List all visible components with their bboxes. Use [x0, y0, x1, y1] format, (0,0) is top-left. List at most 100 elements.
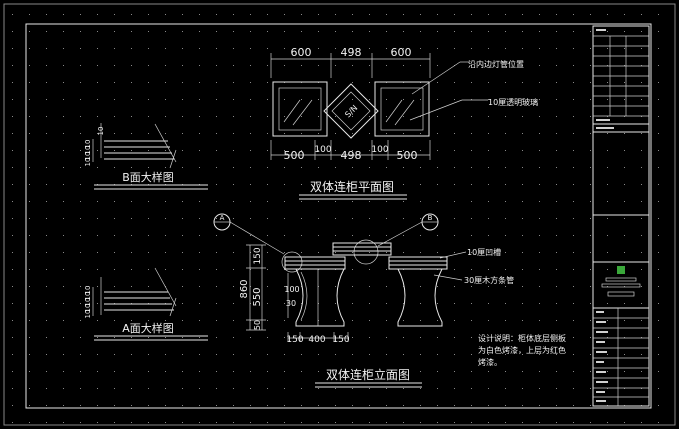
grid-dot: [131, 65, 132, 66]
grid-dot: [590, 133, 591, 134]
grid-dot: [131, 286, 132, 287]
grid-dot: [403, 48, 404, 49]
plan-dim-bottom-3: 498: [341, 149, 362, 162]
grid-dot: [386, 201, 387, 202]
grid-dot: [114, 14, 115, 15]
grid-dot: [301, 252, 302, 253]
grid-dot: [29, 354, 30, 355]
grid-dot: [386, 422, 387, 423]
grid-dot: [80, 252, 81, 253]
grid-dot: [437, 48, 438, 49]
grid-dot: [182, 388, 183, 389]
grid-dot: [522, 167, 523, 168]
grid-dot: [318, 235, 319, 236]
grid-dot: [46, 269, 47, 270]
grid-dot: [199, 320, 200, 321]
grid-dot: [352, 31, 353, 32]
grid-dot: [80, 303, 81, 304]
grid-dot: [80, 31, 81, 32]
grid-dot: [420, 252, 421, 253]
grid-dot: [573, 388, 574, 389]
grid-dot: [607, 337, 608, 338]
grid-dot: [471, 320, 472, 321]
elevation-dim-100: 100: [284, 285, 299, 294]
grid-dot: [624, 252, 625, 253]
grid-dot: [301, 354, 302, 355]
grid-dot: [505, 218, 506, 219]
grid-dot: [641, 218, 642, 219]
grid-dot: [284, 320, 285, 321]
grid-dot: [522, 320, 523, 321]
grid-dot: [63, 303, 64, 304]
grid-dot: [216, 371, 217, 372]
grid-dot: [233, 405, 234, 406]
grid-dot: [658, 405, 659, 406]
grid-dot: [301, 388, 302, 389]
grid-dot: [12, 150, 13, 151]
grid-dot: [301, 218, 302, 219]
grid-dot: [352, 150, 353, 151]
grid-dot: [233, 337, 234, 338]
grid-dot: [267, 167, 268, 168]
grid-dot: [403, 235, 404, 236]
grid-dot: [267, 337, 268, 338]
grid-dot: [97, 303, 98, 304]
grid-dot: [165, 82, 166, 83]
grid-dot: [216, 320, 217, 321]
grid-dot: [556, 320, 557, 321]
grid-dot: [301, 320, 302, 321]
grid-dot: [505, 320, 506, 321]
grid-dot: [624, 320, 625, 321]
elevation-pedestal-right: [397, 268, 443, 327]
grid-dot: [46, 405, 47, 406]
grid-dot: [403, 99, 404, 100]
grid-dot: [301, 201, 302, 202]
grid-dot: [318, 286, 319, 287]
grid-dot: [437, 133, 438, 134]
grid-dot: [471, 201, 472, 202]
grid-dot: [437, 286, 438, 287]
grid-dot: [335, 14, 336, 15]
grid-dot: [29, 201, 30, 202]
grid-dot: [505, 286, 506, 287]
grid-dot: [46, 133, 47, 134]
grid-dot: [471, 14, 472, 15]
grid-dot: [437, 116, 438, 117]
grid-dot: [250, 14, 251, 15]
grid-dot: [335, 320, 336, 321]
grid-dot: [114, 320, 115, 321]
grid-dot: [131, 218, 132, 219]
grid-dot: [29, 99, 30, 100]
grid-dot: [522, 31, 523, 32]
grid-dot: [641, 252, 642, 253]
grid-dot: [12, 82, 13, 83]
grid-dot: [335, 201, 336, 202]
grid-dot: [182, 371, 183, 372]
grid-dot: [539, 286, 540, 287]
grid-dot: [250, 82, 251, 83]
grid-dot: [522, 14, 523, 15]
grid-dot: [386, 116, 387, 117]
grid-dot: [63, 184, 64, 185]
grid-dot: [471, 48, 472, 49]
grid-dot: [454, 82, 455, 83]
grid-dot: [369, 31, 370, 32]
grid-dot: [12, 269, 13, 270]
detail-b-dim-4: 10: [84, 152, 92, 161]
elevation-callout-strip: 30厘木方条管: [464, 275, 514, 285]
grid-dot: [369, 286, 370, 287]
grid-dot: [641, 286, 642, 287]
grid-dot: [97, 337, 98, 338]
grid-dot: [216, 201, 217, 202]
grid-dot: [403, 405, 404, 406]
grid-dot: [420, 354, 421, 355]
grid-dot: [97, 116, 98, 117]
grid-dot: [590, 116, 591, 117]
grid-dot: [352, 201, 353, 202]
grid-dot: [284, 252, 285, 253]
grid-dot: [301, 14, 302, 15]
grid-dot: [267, 388, 268, 389]
grid-dot: [148, 218, 149, 219]
grid-dot: [318, 354, 319, 355]
